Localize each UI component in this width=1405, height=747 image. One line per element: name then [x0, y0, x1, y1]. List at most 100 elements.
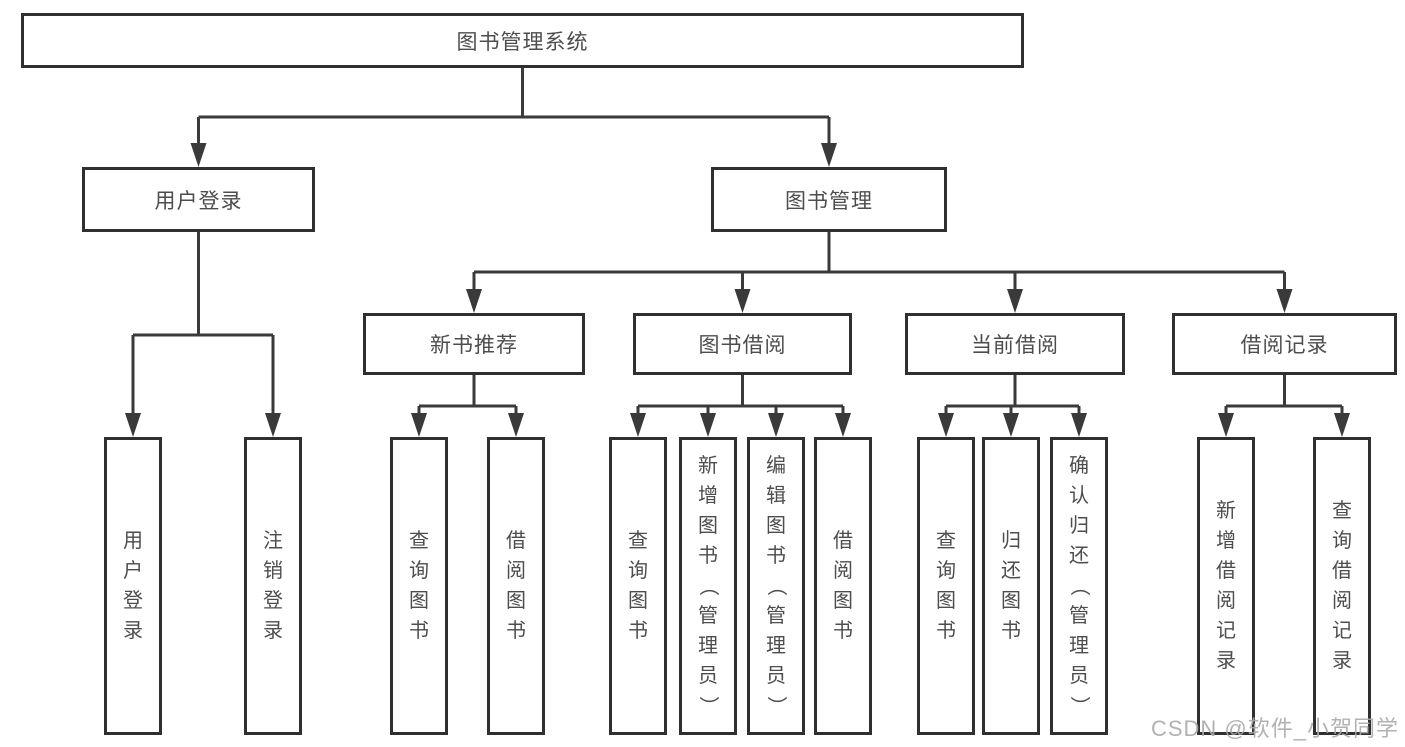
node-label-char: 阅: [833, 560, 853, 582]
node-label-char: 归: [1001, 530, 1021, 552]
watermark: CSDN @软件_小贺同学: [1150, 716, 1399, 741]
node-label-char: 图: [409, 590, 429, 612]
node-label: 图书管理: [785, 189, 873, 213]
node-label-char: 借: [1332, 560, 1352, 582]
connector-arrow: [1218, 413, 1234, 437]
node-label: 借阅图书: [506, 526, 526, 646]
node-label-char: 登: [123, 590, 143, 612]
node-label-char: 管: [1069, 605, 1089, 627]
node-label-char: 阅: [1332, 590, 1352, 612]
node-label: 编辑图书（管理员）: [765, 451, 787, 721]
node-label-char: 图: [698, 515, 718, 537]
node-label-char: 询: [936, 560, 956, 582]
node-leaf-confirm-return-admin: 确认归还（管理员）: [1050, 437, 1108, 735]
node-label-char: 户: [123, 560, 143, 582]
node-leaf-return-books: 归还图书: [982, 437, 1040, 735]
node-label-char: （: [1068, 576, 1090, 596]
node-label: 用户登录: [123, 526, 143, 646]
node-label-char: 确: [1069, 455, 1089, 477]
node-label-char: 借: [833, 530, 853, 552]
node-label-char: 理: [766, 635, 786, 657]
node-label-char: 理: [698, 635, 718, 657]
connector-arrow: [1003, 413, 1019, 437]
connector-arrow: [734, 289, 751, 313]
node-label-char: 员: [1069, 665, 1089, 687]
node-leaf-user-login: 用户登录: [104, 437, 162, 735]
node-label-char: 询: [1332, 530, 1352, 552]
node-label-char: 借: [1216, 560, 1236, 582]
node-label-char: 新: [698, 455, 718, 477]
node-label-char: 查: [628, 530, 648, 552]
node-leaf-borrow-books-recommend: 借阅图书: [487, 437, 545, 735]
node-label-char: （: [697, 576, 719, 596]
node-label-char: 书: [409, 620, 429, 642]
node-label-char: 记: [1332, 620, 1352, 642]
node-label: 查询图书: [409, 526, 429, 646]
node-label-char: 用: [123, 530, 143, 552]
node-new-book-recommend: 新书推荐: [363, 313, 585, 375]
node-label-char: 询: [628, 560, 648, 582]
connector-arrow: [1334, 413, 1350, 437]
node-borrowing-records: 借阅记录: [1172, 313, 1397, 375]
node-label-char: 图: [506, 590, 526, 612]
node-label-char: 借: [506, 530, 526, 552]
node-label: 借阅图书: [833, 526, 853, 646]
node-label-char: 书: [766, 545, 786, 567]
node-label-char: 录: [263, 620, 283, 642]
node-label-char: 书: [936, 620, 956, 642]
node-label-char: 增: [698, 485, 718, 507]
node-label-char: 员: [698, 665, 718, 687]
node-label-char: 认: [1069, 485, 1089, 507]
node-label: 图书借阅: [698, 334, 787, 357]
node-label-char: 编: [766, 455, 786, 477]
node-label-char: 书: [628, 620, 648, 642]
connector-arrow: [630, 413, 646, 437]
node-label-char: 管: [766, 605, 786, 627]
node-label-char: 录: [1332, 650, 1352, 672]
node-label-char: 归: [1069, 515, 1089, 537]
node-label-char: 录: [123, 620, 143, 642]
node-label-char: 增: [1216, 530, 1236, 552]
connector-arrow: [821, 143, 837, 167]
node-label-char: 查: [936, 530, 956, 552]
connector-arrow: [768, 413, 784, 437]
node-label-char: 图: [1001, 590, 1021, 612]
connector-arrow: [700, 413, 716, 437]
connector-arrow: [125, 413, 141, 437]
node-label: 当前借阅: [971, 334, 1059, 357]
node-label: 借阅记录: [1240, 334, 1329, 357]
node-leaf-edit-book-admin: 编辑图书（管理员）: [747, 437, 805, 735]
node-leaf-add-book-admin: 新增图书（管理员）: [679, 437, 737, 735]
node-book-management: 图书管理: [711, 167, 947, 232]
node-book-management-system: 图书管理系统: [21, 13, 1024, 68]
node-label-char: 图: [833, 590, 853, 612]
node-leaf-query-books-recommend: 查询图书: [390, 437, 448, 735]
connector-arrow: [411, 413, 427, 437]
node-current-borrowing: 当前借阅: [905, 313, 1125, 375]
node-label-char: ）: [697, 696, 719, 716]
node-user-login-branch: 用户登录: [82, 167, 315, 232]
node-label-char: 登: [263, 590, 283, 612]
node-label-char: 书: [833, 620, 853, 642]
node-label-char: 录: [1216, 650, 1236, 672]
node-label-char: 书: [1001, 620, 1021, 642]
connector-arrow: [190, 143, 207, 167]
node-label: 注销登录: [263, 526, 283, 646]
node-label-char: 阅: [1216, 590, 1236, 612]
node-label-char: 书: [698, 545, 718, 567]
node-leaf-borrow-books-borrowing: 借阅图书: [814, 437, 872, 735]
connector-arrow: [1007, 289, 1023, 313]
connector-arrow: [1276, 289, 1293, 313]
node-label-char: 图: [766, 515, 786, 537]
node-label-char: 销: [263, 560, 283, 582]
node-label: 图书管理系统: [456, 30, 589, 54]
node-leaf-query-borrow-record: 查询借阅记录: [1313, 437, 1371, 735]
node-label-char: ）: [1068, 696, 1090, 716]
node-label-char: 新: [1216, 500, 1236, 522]
node-book-borrowing: 图书借阅: [633, 313, 852, 375]
node-label-char: 还: [1069, 545, 1089, 567]
node-leaf-query-books-current: 查询图书: [917, 437, 975, 735]
node-label: 新书推荐: [430, 334, 518, 357]
node-leaf-query-books-borrowing: 查询图书: [609, 437, 667, 735]
node-label-char: 书: [506, 620, 526, 642]
